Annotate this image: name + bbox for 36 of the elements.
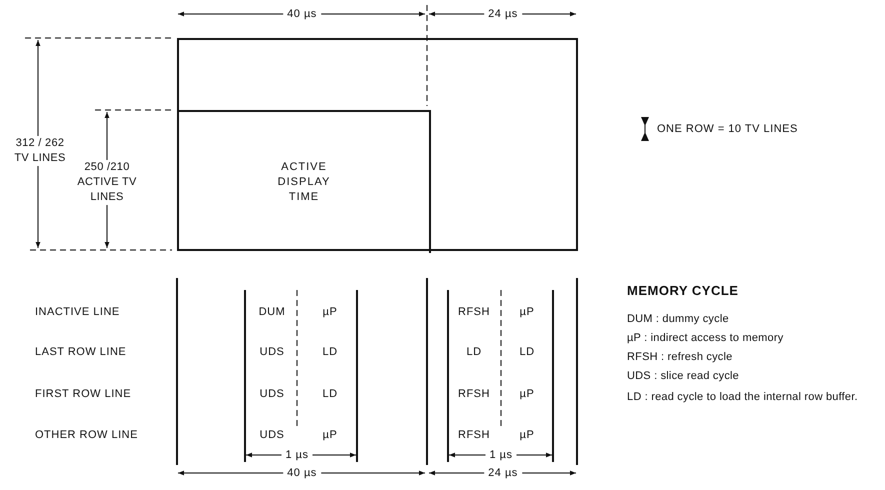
row-label: LAST ROW LINE — [35, 345, 126, 359]
cycle-label: RFSH — [458, 387, 490, 401]
cycle-label: µP — [520, 428, 534, 442]
dimension-label: 24 µs — [484, 466, 522, 481]
cycle-label: LD — [519, 345, 535, 359]
cycle-label: µP — [520, 387, 534, 401]
dimension-label: 24 µs — [484, 7, 522, 22]
cycle-label: UDS — [260, 428, 284, 442]
area-label: ACTIVE DISPLAY TIME — [276, 160, 332, 205]
legend-text: LD : read cycle to load the internal row buffer. — [627, 390, 859, 405]
cycle-label: UDS — [260, 387, 284, 401]
cycle-label: UDS — [260, 345, 284, 359]
legend-text: DUM : dummy cycle — [627, 312, 729, 326]
cycle-label: µP — [520, 305, 534, 319]
legend-heading: MEMORY CYCLE — [627, 284, 738, 298]
cycle-label: µP — [322, 428, 338, 442]
dimension-label: 1 µs — [282, 448, 312, 463]
dimension-label: 1 µs — [486, 448, 516, 463]
cycle-label: LD — [322, 345, 338, 359]
frame-box — [177, 38, 578, 251]
cycle-label: RFSH — [458, 305, 490, 319]
legend-text: RFSH : refresh cycle — [627, 350, 732, 364]
cycle-label: µP — [322, 305, 338, 319]
dimension-label: 40 µs — [283, 466, 321, 481]
cycle-label: DUM — [258, 305, 286, 319]
cycle-label: LD — [322, 387, 338, 401]
cycle-label: LD — [466, 345, 482, 359]
legend-text: µP : indirect access to memory — [627, 331, 784, 345]
dimension-label: 40 µs — [283, 7, 321, 22]
row-label: OTHER ROW LINE — [35, 428, 138, 442]
legend-text: UDS : slice read cycle — [627, 369, 739, 383]
row-label: FIRST ROW LINE — [35, 387, 132, 401]
cycle-label: RFSH — [458, 428, 490, 442]
active-display-box — [179, 110, 431, 253]
scale-note: ONE ROW = 10 TV LINES — [657, 122, 798, 136]
row-label: INACTIVE LINE — [35, 305, 120, 319]
